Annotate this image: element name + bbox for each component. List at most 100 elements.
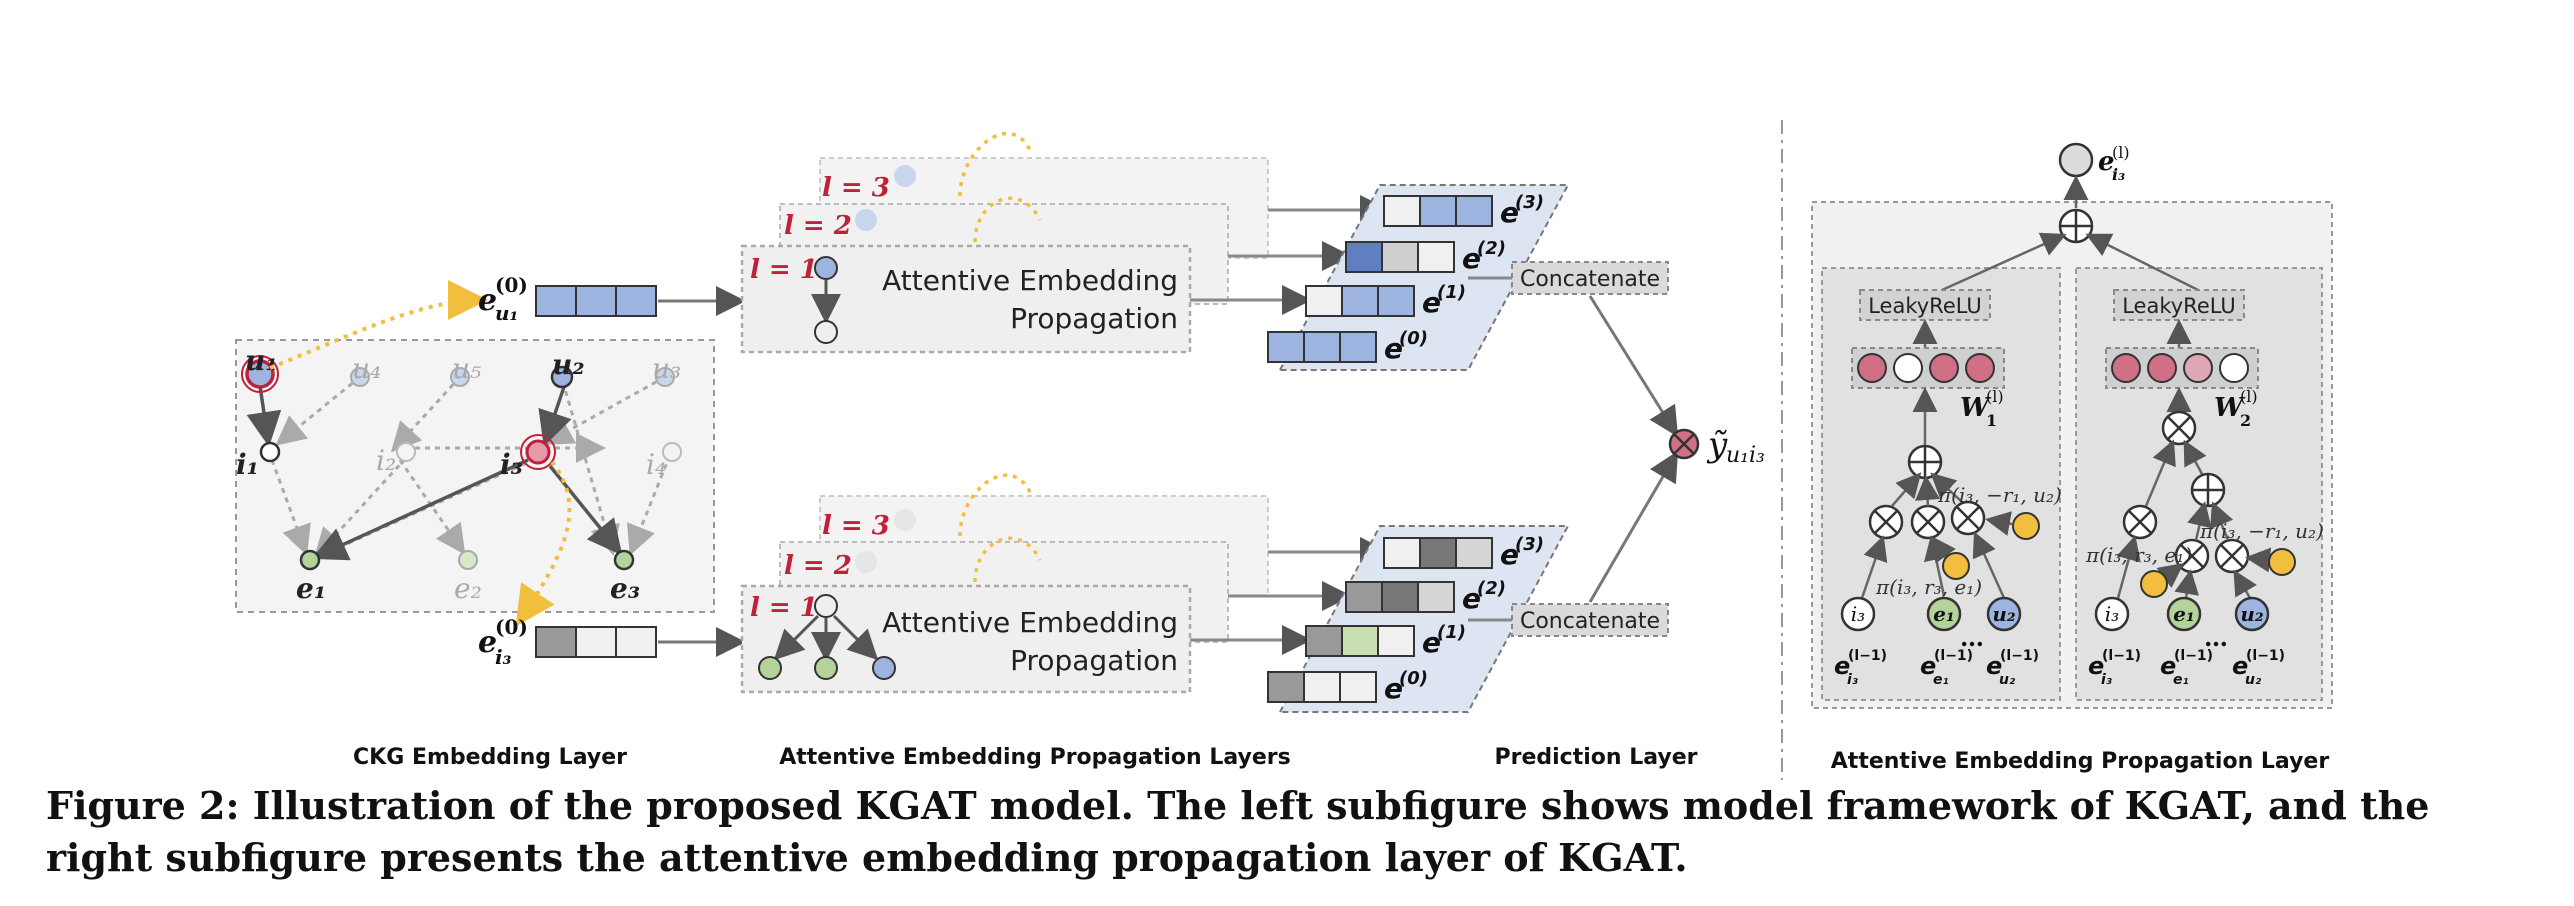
user-propagation-layers: l = 3 l = 2 l = 1 Attentive Embedding Pr… [740, 131, 1269, 354]
svg-text:e: e [1422, 626, 1441, 659]
svg-text:e₁: e₁ [1933, 672, 1949, 688]
node-i3 [525, 439, 551, 465]
svg-text:Attentive Embedding: Attentive Embedding [882, 264, 1178, 297]
svg-text:e: e [2088, 652, 2104, 680]
svg-text:e: e [1462, 582, 1481, 615]
svg-text:e: e [1834, 652, 1850, 680]
item-propagation-layers: l = 3 l = 2 l = 1 Attentive Embedding Pr… [740, 473, 1269, 694]
svg-text:(3): (3) [1515, 534, 1544, 555]
concatenate-user: Concatenate [1468, 261, 1669, 295]
svg-text:(0): (0) [495, 615, 528, 639]
svg-text:i₃: i₃ [495, 645, 512, 669]
node-e1 [299, 549, 321, 571]
svg-text:Concatenate: Concatenate [1520, 267, 1660, 292]
label-i2: i₂ [376, 444, 396, 477]
svg-text:e: e [1384, 332, 1403, 365]
svg-text:…: … [1960, 623, 1984, 652]
svg-text:(0): (0) [1399, 668, 1428, 689]
svg-text:(0): (0) [495, 273, 528, 297]
svg-text:l = 2: l = 2 [784, 211, 852, 241]
svg-text:(l−1): (l−1) [1848, 648, 1887, 664]
prediction-node: ỹ u₁i₃ [1668, 425, 1765, 468]
label-prediction-layer: Prediction Layer [1494, 745, 1697, 770]
node-i2 [396, 442, 416, 462]
svg-text:e: e [478, 283, 497, 318]
svg-text:…: … [2204, 623, 2228, 652]
node-u2 [550, 365, 574, 389]
svg-text:e₁: e₁ [2173, 672, 2189, 688]
svg-text:e: e [1384, 672, 1403, 705]
svg-text:(2): (2) [1477, 238, 1506, 259]
svg-text:e: e [2160, 652, 2176, 680]
svg-text:(0): (0) [1399, 328, 1428, 349]
svg-text:e: e [2232, 652, 2248, 680]
node-u1 [245, 359, 275, 389]
label-u4: u₄ [352, 352, 381, 385]
svg-text:i₃: i₃ [1847, 672, 1858, 688]
svg-text:Attentive Embedding: Attentive Embedding [882, 606, 1178, 639]
svg-text:l = 1: l = 1 [750, 593, 818, 623]
item-embedding-stack: e(3) e(2) e(1) e(0) [1267, 525, 1570, 713]
label-propagation-layers: Attentive Embedding Propagation Layers [779, 745, 1291, 770]
svg-text:e: e [478, 625, 497, 660]
svg-text:(2): (2) [1477, 578, 1506, 599]
svg-text:LeakyReLU: LeakyReLU [1868, 294, 1982, 318]
svg-text:(l−1): (l−1) [2102, 648, 2141, 664]
svg-text:π(i₃, r₃, e₁): π(i₃, r₃, e₁) [1875, 575, 1982, 599]
svg-text:LeakyReLU: LeakyReLU [2122, 294, 2236, 318]
svg-text:π(i₃, r₃, e₁): π(i₃, r₃, e₁) [2085, 543, 2192, 567]
node-e3 [613, 549, 635, 571]
svg-text:i₃: i₃ [2105, 602, 2119, 626]
kgat-diagram: u₁ u₄ u₅ u₂ u₃ i₁ i₂ i₃ i₄ e₁ e₂ e₃ e u₁… [235, 120, 2333, 780]
svg-text:(1): (1) [1437, 282, 1466, 303]
node-e2 [458, 550, 478, 570]
svg-text:u₂: u₂ [2245, 672, 2262, 688]
svg-text:W: W [1960, 393, 1992, 423]
svg-text:π(i₃, −r₁, u₂): π(i₃, −r₁, u₂) [2199, 519, 2324, 543]
svg-text:e: e [2098, 147, 2115, 177]
node-u4 [350, 367, 370, 387]
svg-text:(l): (l) [2240, 387, 2258, 406]
node-u3 [655, 367, 675, 387]
ckg-graph: u₁ u₄ u₅ u₂ u₃ i₁ i₂ i₃ i₄ e₁ e₂ e₃ [235, 339, 715, 613]
svg-text:1: 1 [1986, 411, 1997, 430]
svg-text:e: e [1986, 652, 2002, 680]
svg-text:(l): (l) [2112, 143, 2130, 162]
svg-text:i₃: i₃ [2112, 165, 2125, 184]
label-u2: u₂ [552, 348, 585, 381]
item-initial-embedding: e i₃ (0) [478, 615, 657, 669]
svg-text:u₂: u₂ [1999, 672, 2016, 688]
svg-text:e: e [1500, 538, 1519, 571]
svg-text:W: W [2214, 393, 2246, 423]
svg-text:Propagation: Propagation [1010, 302, 1178, 335]
label-i1: i₁ [236, 448, 259, 481]
label-e3: e₃ [610, 572, 640, 605]
label-u5: u₅ [452, 352, 481, 385]
svg-text:e: e [1462, 242, 1481, 275]
user-embedding-stack: e(3) e(2) e(1) e(0) [1267, 184, 1570, 371]
label-u1: u₁ [245, 344, 278, 377]
svg-text:e: e [1920, 652, 1936, 680]
svg-text:i₃: i₃ [1851, 602, 1865, 626]
label-i3: i₃ [500, 448, 523, 481]
svg-text:(l−1): (l−1) [1934, 648, 1973, 664]
svg-text:2: 2 [2240, 411, 2251, 430]
node-u5 [450, 367, 470, 387]
svg-text:l = 3: l = 3 [822, 511, 890, 541]
svg-text:u₁i₃: u₁i₃ [1726, 443, 1765, 468]
node-i4 [662, 442, 682, 462]
svg-text:(l−1): (l−1) [2000, 648, 2039, 664]
svg-text:l = 1: l = 1 [750, 255, 818, 285]
label-ckg-embedding-layer: CKG Embedding Layer [353, 745, 627, 770]
svg-text:l = 2: l = 2 [784, 551, 852, 581]
svg-text:l = 3: l = 3 [822, 173, 890, 203]
svg-text:i₃: i₃ [2101, 672, 2112, 688]
label-e1: e₁ [296, 572, 326, 605]
user-initial-embedding: e u₁ (0) [478, 273, 657, 325]
concatenate-item: Concatenate [1468, 603, 1669, 637]
label-propagation-layer: Attentive Embedding Propagation Layer [1831, 749, 2330, 774]
figure-caption: Figure 2: Illustration of the proposed K… [46, 783, 2430, 880]
svg-text:u₂: u₂ [1992, 602, 2016, 626]
svg-text:(3): (3) [1515, 192, 1544, 213]
